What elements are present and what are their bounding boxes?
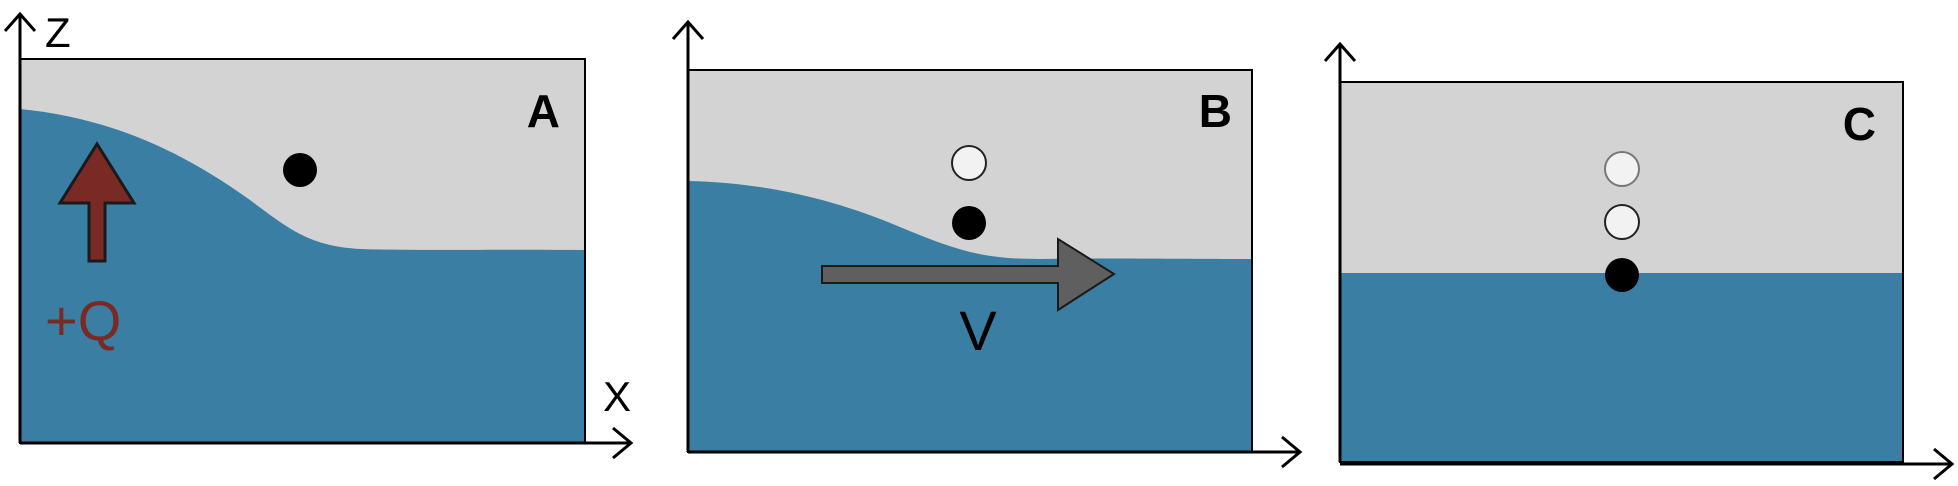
panel-b-ghost-particle [951, 145, 987, 181]
panel-a-z-axis-arrowhead [3, 11, 37, 32]
panel-a-particle [283, 153, 317, 187]
panel-a: Z X +Q A [3, 9, 634, 460]
panel-a-label: A [527, 85, 560, 137]
panel-c-ghost-particle-lower [1604, 204, 1640, 240]
panel-a-x-axis-arrowhead [612, 426, 634, 460]
z-axis-label: Z [45, 9, 71, 56]
panel-a-arrow-label: +Q [45, 289, 121, 352]
panel-b-arrow-label: V [959, 299, 997, 362]
panel-b-label: B [1199, 85, 1232, 137]
panel-c-ghost-particle-upper [1604, 151, 1640, 187]
panel-c-x-axis-arrowhead [1933, 447, 1955, 481]
panel-b-z-axis-arrowhead [671, 19, 705, 40]
panel-a-upward-arrow [57, 141, 137, 263]
x-axis-label: X [603, 373, 631, 420]
panel-b-rightward-arrow [821, 237, 1116, 312]
panel-c-particle [1605, 258, 1639, 292]
panel-b: V B [671, 19, 1303, 469]
panel-b-x-axis-arrowhead [1281, 435, 1303, 469]
panel-c-z-axis-arrowhead [1323, 41, 1357, 62]
panel-b-water [688, 181, 1252, 452]
panel-a-water [20, 109, 585, 443]
panel-c-label: C [1843, 98, 1876, 150]
panel-c-water [1340, 273, 1903, 462]
panel-b-particle [952, 206, 986, 240]
panel-c: C [1323, 41, 1955, 481]
